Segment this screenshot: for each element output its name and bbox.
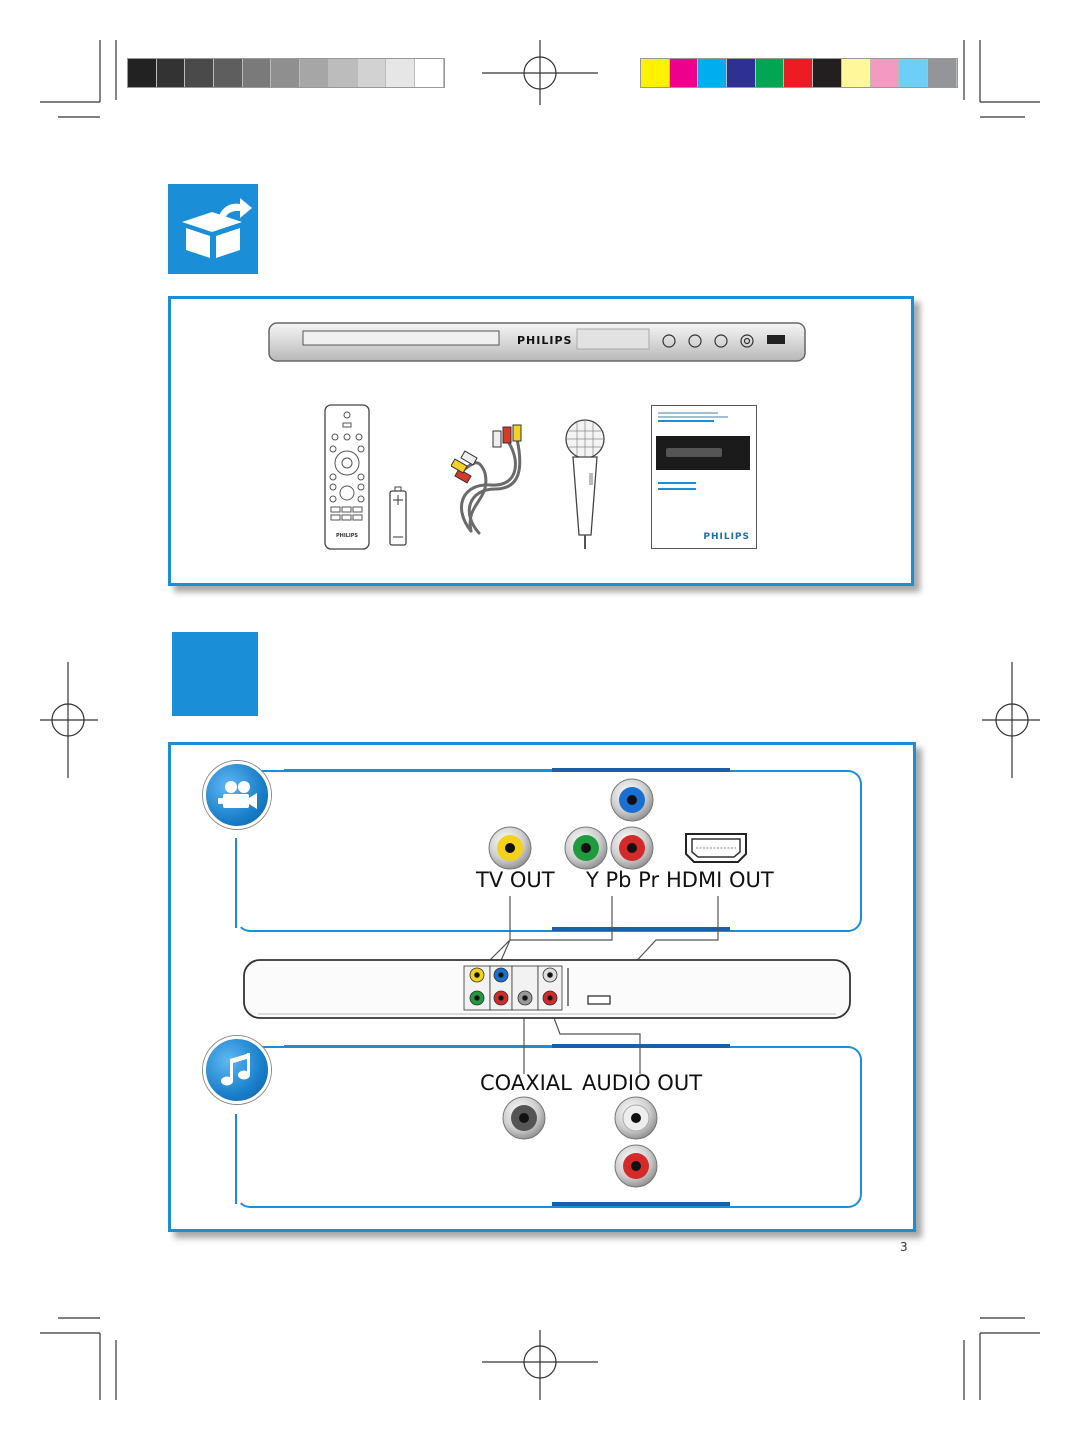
gray-swatch bbox=[156, 59, 186, 87]
gray-swatch bbox=[328, 59, 358, 87]
svg-text:PHILIPS: PHILIPS bbox=[336, 533, 358, 539]
process-color-swatch bbox=[899, 59, 928, 87]
page-number: 3 bbox=[900, 1240, 908, 1254]
audio-left-jack bbox=[614, 1096, 658, 1140]
process-color-swatch bbox=[813, 59, 842, 87]
gray-swatch bbox=[185, 59, 215, 87]
tv-out-label: TV OUT bbox=[476, 868, 555, 892]
connect-step-square bbox=[172, 632, 258, 716]
process-color-swatch bbox=[755, 59, 785, 87]
process-color-swatch bbox=[841, 59, 871, 87]
gray-swatch bbox=[214, 59, 243, 87]
gray-swatch bbox=[271, 59, 301, 87]
gray-swatch bbox=[242, 59, 272, 87]
gray-swatch bbox=[386, 59, 415, 87]
audio-out-label: AUDIO OUT bbox=[582, 1071, 703, 1095]
gray-swatch bbox=[414, 59, 444, 87]
color-scale-bar bbox=[640, 58, 958, 88]
process-color-swatch bbox=[784, 59, 814, 87]
process-color-swatch bbox=[641, 59, 670, 87]
rca-pb-jack bbox=[610, 778, 654, 822]
gray-scale-bar bbox=[127, 58, 445, 88]
music-note-icon bbox=[203, 1036, 271, 1104]
process-color-swatch bbox=[927, 59, 957, 87]
video-camera-icon bbox=[203, 761, 271, 829]
manual-brand-logo: PHILIPS bbox=[703, 532, 750, 542]
player-back-panel bbox=[243, 959, 851, 1019]
component-label: Y Pb Pr bbox=[586, 868, 660, 892]
rca-tv-out-jack bbox=[488, 826, 532, 870]
coaxial-jack bbox=[502, 1096, 546, 1140]
audio-right-jack bbox=[614, 1144, 658, 1188]
battery bbox=[389, 486, 407, 546]
process-color-swatch bbox=[870, 59, 900, 87]
gray-swatch bbox=[300, 59, 329, 87]
player-brand-logo: PHILIPS bbox=[517, 334, 573, 347]
audio-jacks bbox=[502, 1096, 658, 1188]
dvd-player-front bbox=[268, 322, 806, 362]
process-color-swatch bbox=[727, 59, 756, 87]
hdmi-port bbox=[685, 833, 747, 863]
rca-y-jack bbox=[564, 826, 608, 870]
user-manual: PHILIPS bbox=[651, 405, 757, 549]
box-contents-panel: PHILIPS PHILIPS bbox=[168, 296, 914, 586]
gray-swatch bbox=[128, 59, 157, 87]
hdmi-out-label: HDMI OUT bbox=[666, 868, 774, 892]
coaxial-label: COAXIAL bbox=[480, 1071, 572, 1095]
gray-swatch bbox=[357, 59, 387, 87]
rca-pr-jack bbox=[610, 826, 654, 870]
av-cable bbox=[451, 424, 522, 535]
unpack-box-icon bbox=[168, 184, 258, 274]
process-color-swatch bbox=[669, 59, 699, 87]
microphone bbox=[565, 419, 605, 549]
remote-control: PHILIPS bbox=[324, 404, 370, 550]
process-color-swatch bbox=[698, 59, 728, 87]
video-jacks bbox=[488, 778, 747, 870]
